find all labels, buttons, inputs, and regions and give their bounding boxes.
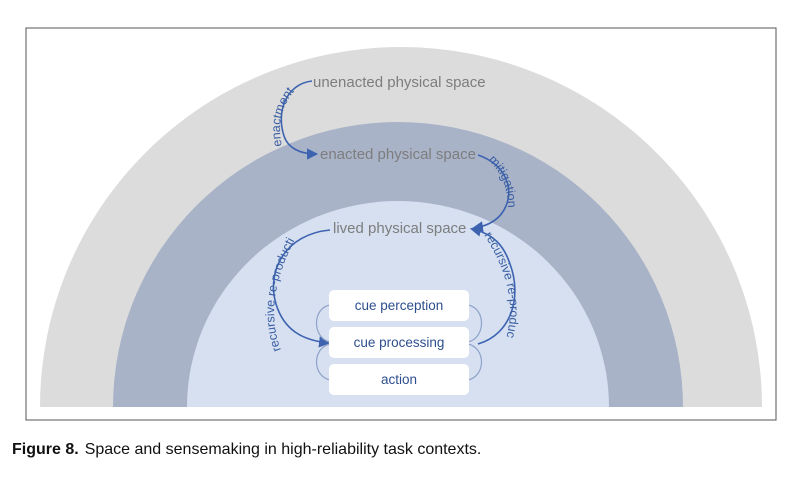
- arrow-enactment: [280, 80, 319, 160]
- box-cue-processing-label: cue processing: [354, 335, 445, 350]
- box-action-label: action: [381, 372, 417, 387]
- arrow-recursive-right: [469, 225, 516, 345]
- arrow-mitigation: [471, 154, 510, 233]
- label-lived: lived physical space: [333, 220, 466, 237]
- figure-caption: Figure 8. Space and sensemaking in high-r…: [12, 441, 481, 459]
- box-cue-perception: cue perception: [329, 290, 469, 321]
- caption-text: Space and sensemaking in high-reliabilit…: [84, 441, 482, 458]
- box-cue-processing: cue processing: [329, 327, 469, 358]
- caption-label: Figure 8.: [12, 441, 79, 458]
- loop-left-lower: [316, 343, 331, 381]
- loop-left-upper: [316, 304, 331, 343]
- label-enacted: enacted physical space: [320, 146, 476, 163]
- loop-right-upper: [467, 304, 482, 343]
- box-action: action: [329, 364, 469, 395]
- label-unenacted: unenacted physical space: [313, 74, 486, 91]
- arrow-recursive-left: [272, 229, 331, 348]
- box-cue-perception-label: cue perception: [355, 298, 444, 313]
- loop-right-lower: [467, 343, 482, 381]
